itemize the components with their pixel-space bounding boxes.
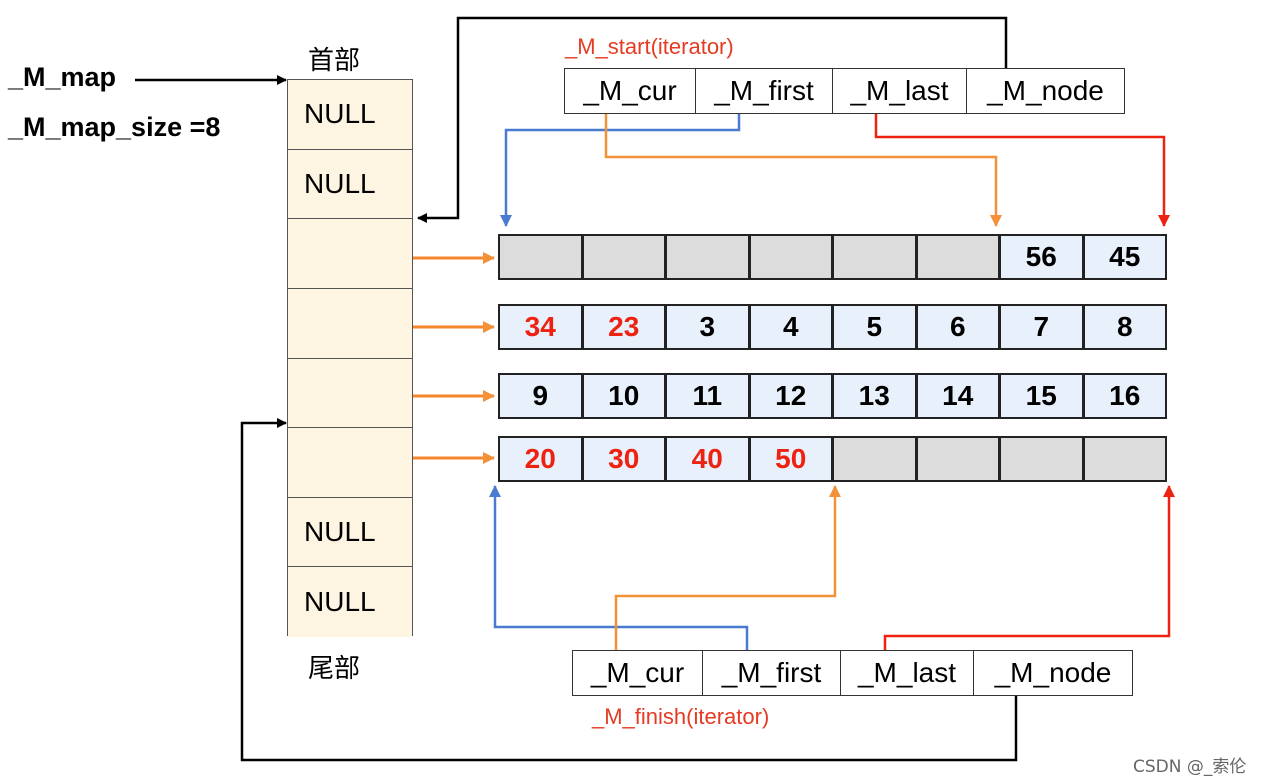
buffer-cell [498,234,583,280]
map-cell: NULL [288,567,412,637]
finish-field-m-first: _M_first [702,650,841,696]
buffer-cell: 40 [665,436,750,482]
map-cell [288,358,412,429]
map-cell: NULL [288,80,412,150]
buffer-cell: 3 [665,304,750,350]
watermark: CSDN @_索伦 [1133,757,1247,777]
map-cell: NULL [288,497,412,568]
head-label: 首部 [308,46,361,76]
buffer-cell: 9 [498,373,583,419]
finish-last-arrow [883,485,1175,676]
buffer-cell: 45 [1082,234,1167,280]
buffer-cell: 56 [999,234,1084,280]
buffer-cell: 6 [915,304,1000,350]
start-field-m-node: _M_node [966,68,1125,114]
buffer-cell: 30 [581,436,666,482]
start-first-arrow [500,98,741,227]
finish-field-m-last: _M_last [840,650,974,696]
start-cur-arrow [604,98,1002,227]
buffer-cell [1082,436,1167,482]
buffer-cell [915,436,1000,482]
buffer-cell [915,234,1000,280]
buffer-cell [832,436,917,482]
buffer-cell: 13 [832,373,917,419]
buffer-cell: 11 [665,373,750,419]
finish-field-m-node: _M_node [973,650,1133,696]
buffer-cell: 5 [832,304,917,350]
buffer-cell: 16 [1082,373,1167,419]
buffer-cell: 20 [498,436,583,482]
buffer-cell: 23 [581,304,666,350]
finish-node-arrow [240,418,1018,762]
buffer-cell [748,234,833,280]
map-size-label: _M_map_size =8 [8,112,221,142]
finish-first-arrow [489,485,749,676]
start-field-m-cur: _M_cur [564,68,696,114]
buffer-cell: 14 [915,373,1000,419]
tail-label: 尾部 [308,654,361,684]
buffer-cell: 10 [581,373,666,419]
start-field-m-last: _M_last [832,68,967,114]
map-cell [288,428,412,498]
start-last-arrow [874,98,1170,227]
start-iterator-title: _M_start(iterator) [565,34,734,59]
buffer-cell [999,436,1084,482]
buffer-cell: 8 [1082,304,1167,350]
buffer-cell [832,234,917,280]
finish-field-m-cur: _M_cur [572,650,703,696]
buffer-cell: 50 [748,436,833,482]
buffer-cell: 4 [748,304,833,350]
buffer-cell: 12 [748,373,833,419]
map-label: _M_map [8,62,117,92]
start-node-arrow [417,16,1008,223]
buffer-cell: 34 [498,304,583,350]
buffer-cell: 7 [999,304,1084,350]
map-cell [288,288,412,359]
buffer-cell [581,234,666,280]
finish-cur-arrow [614,485,841,676]
finish-iterator-title: _M_finish(iterator) [592,704,770,729]
start-field-m-first: _M_first [695,68,833,114]
map-cell: NULL [288,149,412,220]
map-cell [288,219,412,289]
buffer-cell: 15 [999,373,1084,419]
buffer-cell [665,234,750,280]
